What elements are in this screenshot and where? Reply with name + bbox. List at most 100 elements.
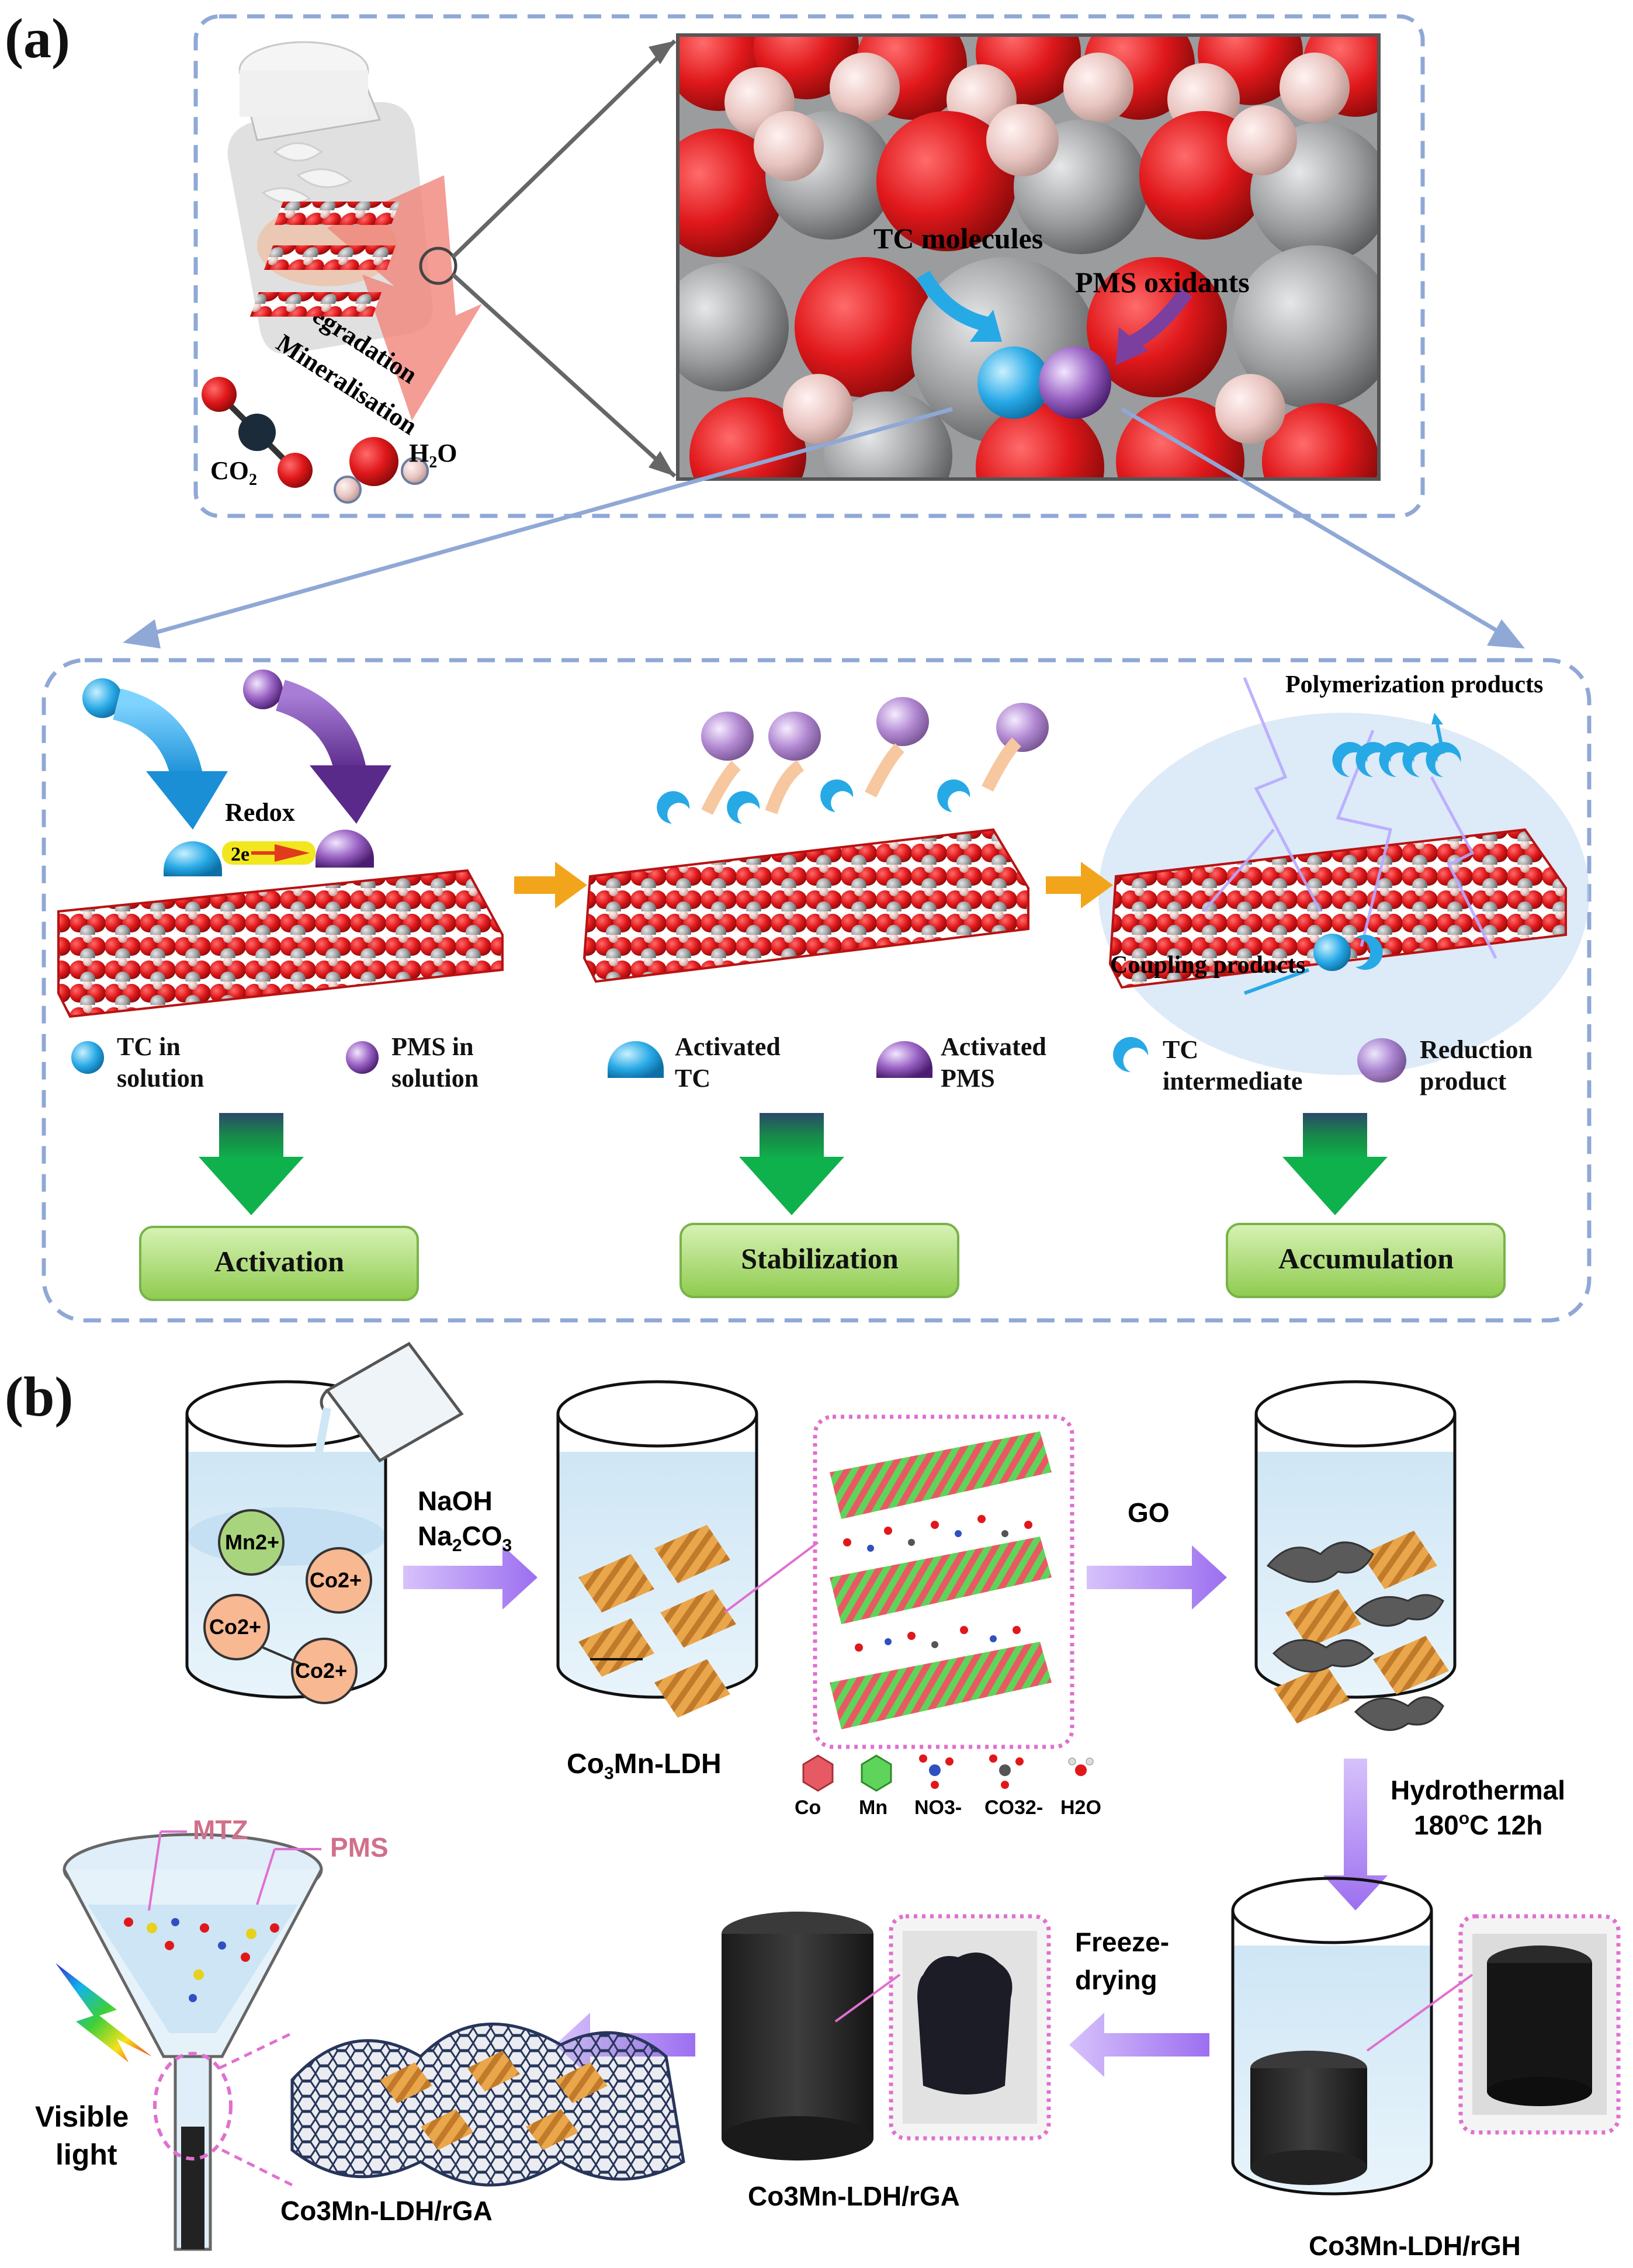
panel-b-label: (b) <box>5 1365 74 1428</box>
mtz-label: MTZ <box>193 1815 248 1845</box>
legend-reduction-product: Reduction product <box>1420 1035 1533 1095</box>
pms-pointer <box>256 1849 276 1905</box>
accumulation-box <box>1226 1223 1506 1298</box>
legend-h2o-label: H2O <box>1060 1797 1101 1819</box>
legend-tc-solution-icon <box>71 1041 104 1074</box>
ion-mn: Mn2+ <box>225 1530 279 1554</box>
slab-activation <box>57 869 504 1018</box>
rga-cylinder <box>722 1912 873 2161</box>
tc-molecules-label: TC molecules <box>873 222 1043 255</box>
hydrothermal-cond: 180oC 12h <box>1414 1809 1542 1840</box>
step-stabilization: Stabilization <box>741 1242 899 1275</box>
legend-mn-icon <box>861 1754 892 1792</box>
activated-pms-on-surface <box>315 830 374 868</box>
pms-oxidants-label: PMS oxidants <box>1075 266 1250 299</box>
visible-label: Visible <box>35 2100 129 2133</box>
rgh-zoom-line <box>1366 1974 1473 2052</box>
activated-tc-on-surface <box>164 841 222 876</box>
graphene-sheet <box>290 2023 685 2187</box>
green-arrow-3 <box>1282 1113 1388 1215</box>
diverge-line-left <box>140 407 953 639</box>
co2-molecule <box>202 377 313 488</box>
green-arrow-1 <box>199 1113 304 1215</box>
visible-light-bolt <box>56 1963 152 2062</box>
tc-arrow <box>112 688 203 781</box>
legend-tc-intermediate: TC intermediate <box>1163 1035 1303 1095</box>
rga-label: Co3Mn-LDH/rGA <box>748 2181 960 2211</box>
slab-accumulation <box>1098 677 1589 1075</box>
legend-reduction-product-icon <box>1357 1038 1406 1083</box>
naoh-label: NaOH <box>418 1486 493 1516</box>
stabilization-box <box>679 1223 959 1298</box>
zoom-line-bottom <box>451 273 677 478</box>
coupling-label: Coupling products <box>1110 952 1305 979</box>
rga-photo <box>903 1931 1037 2124</box>
go-label: GO <box>1128 1497 1170 1528</box>
legend-activated-pms-icon <box>876 1041 932 1078</box>
polymerization-chain <box>1332 713 1461 777</box>
beaker-rgh <box>1231 1877 1433 2196</box>
beaker-ions <box>185 1380 387 1704</box>
slab-stabilization <box>583 828 1029 983</box>
legend-tc-solution: TC in solution <box>117 1032 204 1093</box>
zoom-line-top <box>451 39 677 259</box>
ion-co-1: Co2+ <box>310 1568 362 1592</box>
legend-mn-label: Mn <box>859 1797 887 1819</box>
green-arrow-2 <box>739 1113 844 1215</box>
rga-zoom-line <box>834 1974 901 2023</box>
arrow-hydrothermal <box>1323 1759 1388 1910</box>
pms-arrow <box>275 679 366 775</box>
zoom-surface <box>676 33 1381 481</box>
step-activation: Activation <box>214 1245 345 1278</box>
ion-co-3: Co2+ <box>295 1659 347 1683</box>
legend-pms-solution: PMS in solution <box>391 1032 479 1093</box>
diverge-line-right <box>1121 407 1509 639</box>
light-label: light <box>56 2138 117 2171</box>
ion-co-2: Co2+ <box>209 1615 261 1639</box>
ldh-stacks-small <box>249 202 457 317</box>
rga-label-filter: Co3Mn-LDH/rGA <box>280 2196 493 2226</box>
legend-activated-tc-icon <box>608 1041 664 1078</box>
polymerization-label: Polymerization products <box>1285 671 1543 698</box>
freeze-label-2: drying <box>1075 1965 1157 1995</box>
arrow-naoh <box>403 1545 538 1610</box>
legend-activated-tc: Activated TC <box>675 1032 781 1093</box>
step-accumulation: Accumulation <box>1278 1242 1454 1275</box>
redox-label: Redox <box>225 798 295 827</box>
rgh-photo <box>1472 1934 1607 2115</box>
legend-activated-pms: Activated PMS <box>941 1032 1046 1093</box>
legend-no3-icon <box>919 1754 954 1789</box>
pms-label-b: PMS <box>330 1832 389 1863</box>
top-dashed-box <box>193 14 1425 518</box>
freeze-label-1: Freeze- <box>1075 1927 1169 1957</box>
electrons-label: 2e <box>231 844 249 865</box>
mtz-pointer <box>148 1831 162 1911</box>
tc-intermediates-step2 <box>657 779 970 824</box>
filter-funnel <box>63 1833 323 2251</box>
legend-co3-label: CO32- <box>984 1797 1043 1819</box>
tc-solution-molecule <box>82 678 122 718</box>
beaker-ldh <box>556 1380 758 1718</box>
legend-co-icon <box>802 1754 834 1792</box>
ldh-zoom-line <box>723 1541 819 1614</box>
degradation-arrow <box>327 175 482 421</box>
na2co3-label: Na2CO3 <box>418 1521 512 1555</box>
beaker-go <box>1254 1380 1457 1731</box>
h2o-label: H2O <box>409 439 457 471</box>
orange-arrow-1 <box>514 862 587 908</box>
legend-pms-solution-icon <box>346 1041 379 1074</box>
reduction-products-step2 <box>701 697 1049 815</box>
legend-h2o-icon <box>1068 1757 1094 1776</box>
rgh-label: Co3Mn-LDH/rGH <box>1309 2231 1521 2261</box>
legend-co-label: Co <box>795 1797 821 1819</box>
ldh-label: Co3Mn-LDH <box>567 1749 722 1783</box>
legend-co3-icon <box>989 1754 1024 1789</box>
mechanism-dashed-box <box>41 658 1592 1323</box>
activation-box <box>139 1226 419 1301</box>
pms-solution-molecule <box>243 670 283 709</box>
legend-no3-label: NO3- <box>914 1797 962 1819</box>
hydrothermal-label: Hydrothermal <box>1391 1775 1565 1805</box>
orange-arrow-2 <box>1046 862 1113 908</box>
ldh-layered-structure <box>830 1431 1052 1729</box>
